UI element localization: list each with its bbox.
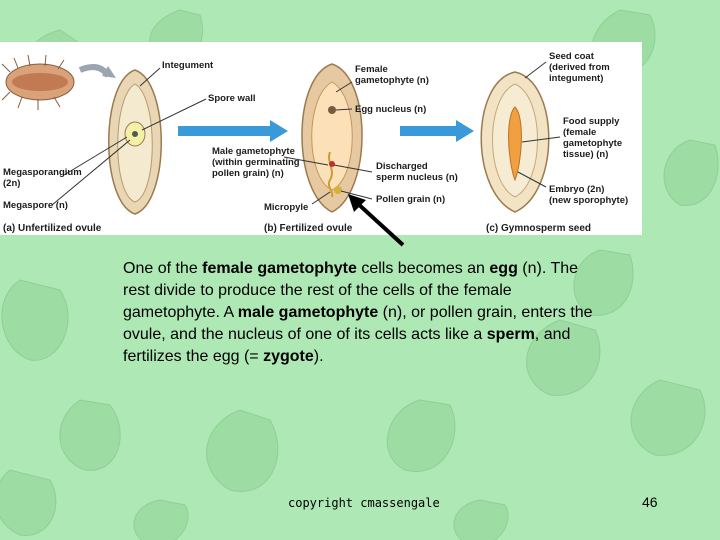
svg-text:(derived from: (derived from: [549, 62, 610, 73]
term-sperm: sperm: [486, 326, 535, 343]
gymnosperm-seed: [480, 71, 550, 213]
svg-text:Micropyle: Micropyle: [264, 202, 308, 213]
svg-text:(b) Fertilized ovule: (b) Fertilized ovule: [264, 223, 353, 234]
svg-text:gametophyte: gametophyte: [563, 138, 622, 149]
svg-text:(within germinating: (within germinating: [212, 157, 300, 168]
svg-text:pollen grain) (n): pollen grain) (n): [212, 168, 284, 179]
leader-lines: [51, 61, 561, 206]
svg-text:Seed coat: Seed coat: [549, 51, 595, 62]
svg-text:Embryo (2n): Embryo (2n): [549, 184, 604, 195]
description-paragraph: One of the female gametophyte cells beco…: [123, 260, 593, 365]
svg-text:(a) Unfertilized ovule: (a) Unfertilized ovule: [3, 223, 102, 234]
svg-text:integument): integument): [549, 73, 603, 84]
term-male-gametophyte: male gametophyte: [237, 304, 379, 321]
svg-text:(new sporophyte): (new sporophyte): [549, 195, 628, 206]
cone-scale-illustration: [1, 54, 75, 110]
svg-text:Megaspore (n): Megaspore (n): [3, 200, 68, 211]
term-egg: egg: [489, 260, 518, 277]
unfertilized-ovule: [108, 69, 162, 215]
fertilized-ovule: [301, 63, 363, 213]
svg-text:Spore wall: Spore wall: [208, 93, 256, 104]
copyright-notice: copyright cmassengale: [288, 496, 440, 510]
process-arrow-2: [400, 120, 474, 142]
process-arrow-1: [178, 120, 288, 142]
ovule-diagram: Integument Spore wall Megasporangium (2n…: [0, 42, 642, 235]
svg-text:Megasporangium: Megasporangium: [3, 167, 82, 178]
svg-text:Female: Female: [355, 64, 388, 75]
svg-text:Integument: Integument: [162, 60, 214, 71]
svg-text:Food supply: Food supply: [563, 116, 620, 127]
svg-text:(2n): (2n): [3, 178, 20, 189]
svg-text:sperm nucleus (n): sperm nucleus (n): [376, 172, 458, 183]
pointer-arrow: [348, 194, 405, 247]
svg-text:gametophyte (n): gametophyte (n): [355, 75, 429, 86]
svg-text:Pollen grain (n): Pollen grain (n): [376, 194, 445, 205]
svg-text:tissue) (n): tissue) (n): [563, 149, 608, 160]
page-number: 46: [642, 494, 658, 510]
term-female-gametophyte: female gametophyte: [202, 260, 357, 277]
svg-text:Egg nucleus (n): Egg nucleus (n): [355, 104, 426, 115]
svg-text:(female: (female: [563, 127, 596, 138]
svg-text:Male gametophyte: Male gametophyte: [212, 146, 295, 157]
term-zygote: zygote: [263, 348, 314, 365]
svg-text:Discharged: Discharged: [376, 161, 428, 172]
svg-text:(c) Gymnosperm seed: (c) Gymnosperm seed: [486, 223, 591, 234]
